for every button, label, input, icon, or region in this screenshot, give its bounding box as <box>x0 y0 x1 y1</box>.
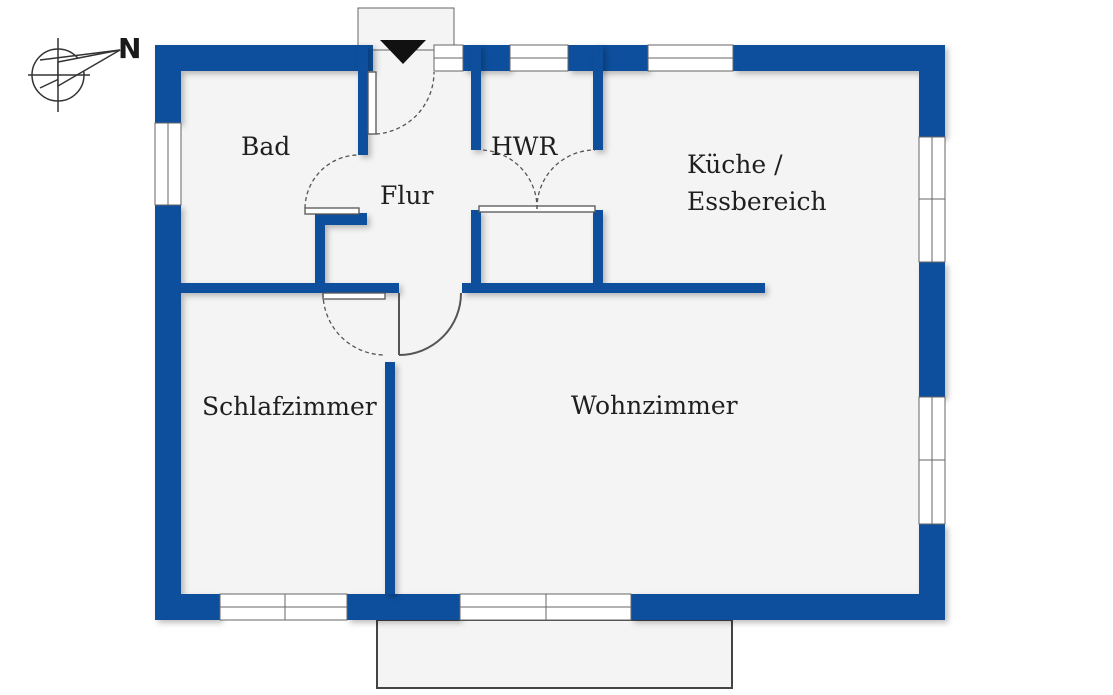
room-label-kueche-line1: Küche / <box>687 150 783 179</box>
interior-walls <box>181 45 765 594</box>
window-bottom-2 <box>459 593 632 621</box>
window-right-2 <box>918 396 946 525</box>
outer-walls <box>155 45 945 620</box>
compass-north-label: N <box>118 32 142 65</box>
room-label-wohnzimmer: Wohnzimmer <box>571 391 738 420</box>
window-top-1 <box>433 44 464 72</box>
floor-area <box>155 7 945 689</box>
window-top-2 <box>509 44 569 72</box>
entry-arrow-icon <box>380 40 426 64</box>
compass-rose <box>28 38 121 112</box>
living-room-door <box>398 292 462 356</box>
window-bottom-1 <box>219 593 348 621</box>
utility-room-door <box>478 149 596 213</box>
room-label-hwr: HWR <box>491 132 558 161</box>
room-label-flur: Flur <box>380 181 434 210</box>
room-label-schlafzimmer: Schlafzimmer <box>202 392 377 421</box>
window-left-1 <box>154 122 182 206</box>
window-top-3 <box>647 44 734 72</box>
bedroom-door <box>322 292 386 356</box>
windows <box>154 44 946 621</box>
room-label-kueche-line2: Essbereich <box>687 187 827 216</box>
room-label-bad: Bad <box>241 132 291 161</box>
window-right-1 <box>918 136 946 263</box>
doors <box>304 71 596 356</box>
entrance-door <box>367 71 435 135</box>
bathroom-door <box>304 154 360 215</box>
